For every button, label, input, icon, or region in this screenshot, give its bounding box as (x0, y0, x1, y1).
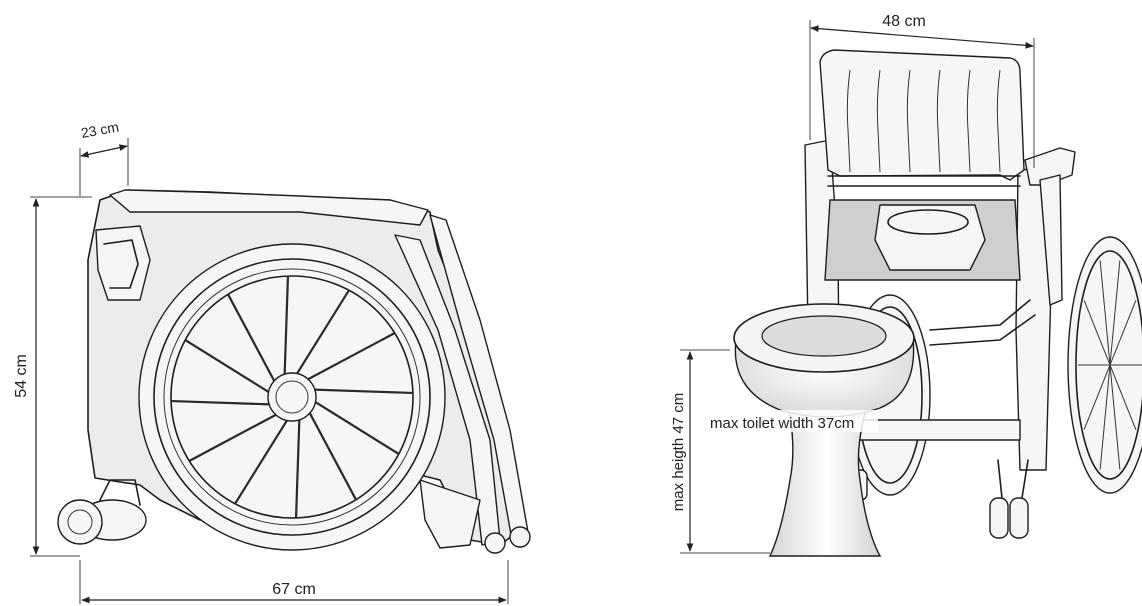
spoke-line (189, 411, 281, 462)
spoke-line (1083, 300, 1111, 366)
spoke-line (306, 408, 357, 500)
backrest-slat (996, 69, 1001, 173)
spoke-line (1109, 364, 1121, 470)
chair-over-toilet-illustration (804, 49, 1142, 539)
spoke-line (310, 398, 400, 455)
spoke-line (227, 294, 278, 386)
backrest-slat (936, 69, 941, 173)
spoke-line (293, 289, 350, 379)
height-label: 54 cm (13, 354, 30, 398)
spoke-line (1099, 364, 1111, 470)
spoke-line (294, 414, 301, 519)
spoke-line (1109, 260, 1121, 366)
spoke-line (170, 399, 275, 406)
dimension-depth-23cm: 23 cm (79, 119, 129, 196)
spoke-line (234, 415, 291, 505)
spoke-line (1083, 364, 1111, 430)
backrest-slat (966, 69, 971, 173)
max-height-label: max heigth 47 cm (670, 393, 687, 511)
dimension-length-67cm: 67 cm (79, 560, 509, 604)
spoke-line (303, 332, 395, 383)
width-label: 48 cm (882, 13, 926, 30)
depth-label: 23 cm (80, 119, 120, 141)
spoke-line (184, 339, 274, 396)
spoke-line (309, 388, 414, 395)
backrest-slat (906, 69, 911, 173)
spoke-line (1099, 260, 1111, 366)
dimension-height-54cm: 54 cm (13, 196, 92, 557)
spoke-line (283, 275, 290, 380)
dimension-width-48cm: 48 cm (809, 13, 1035, 168)
dimension-max-height: max heigth 47 cm (670, 349, 770, 554)
toilet-illustration (706, 303, 915, 557)
backrest-slat (876, 69, 881, 173)
length-label: 67 cm (272, 581, 316, 598)
max-toilet-width-label: max toilet width 37cm (710, 415, 854, 432)
spoke-line (1109, 300, 1137, 366)
spoke-line (1109, 364, 1137, 430)
folded-chair-illustration (57, 189, 531, 554)
backrest-slat (846, 69, 851, 173)
